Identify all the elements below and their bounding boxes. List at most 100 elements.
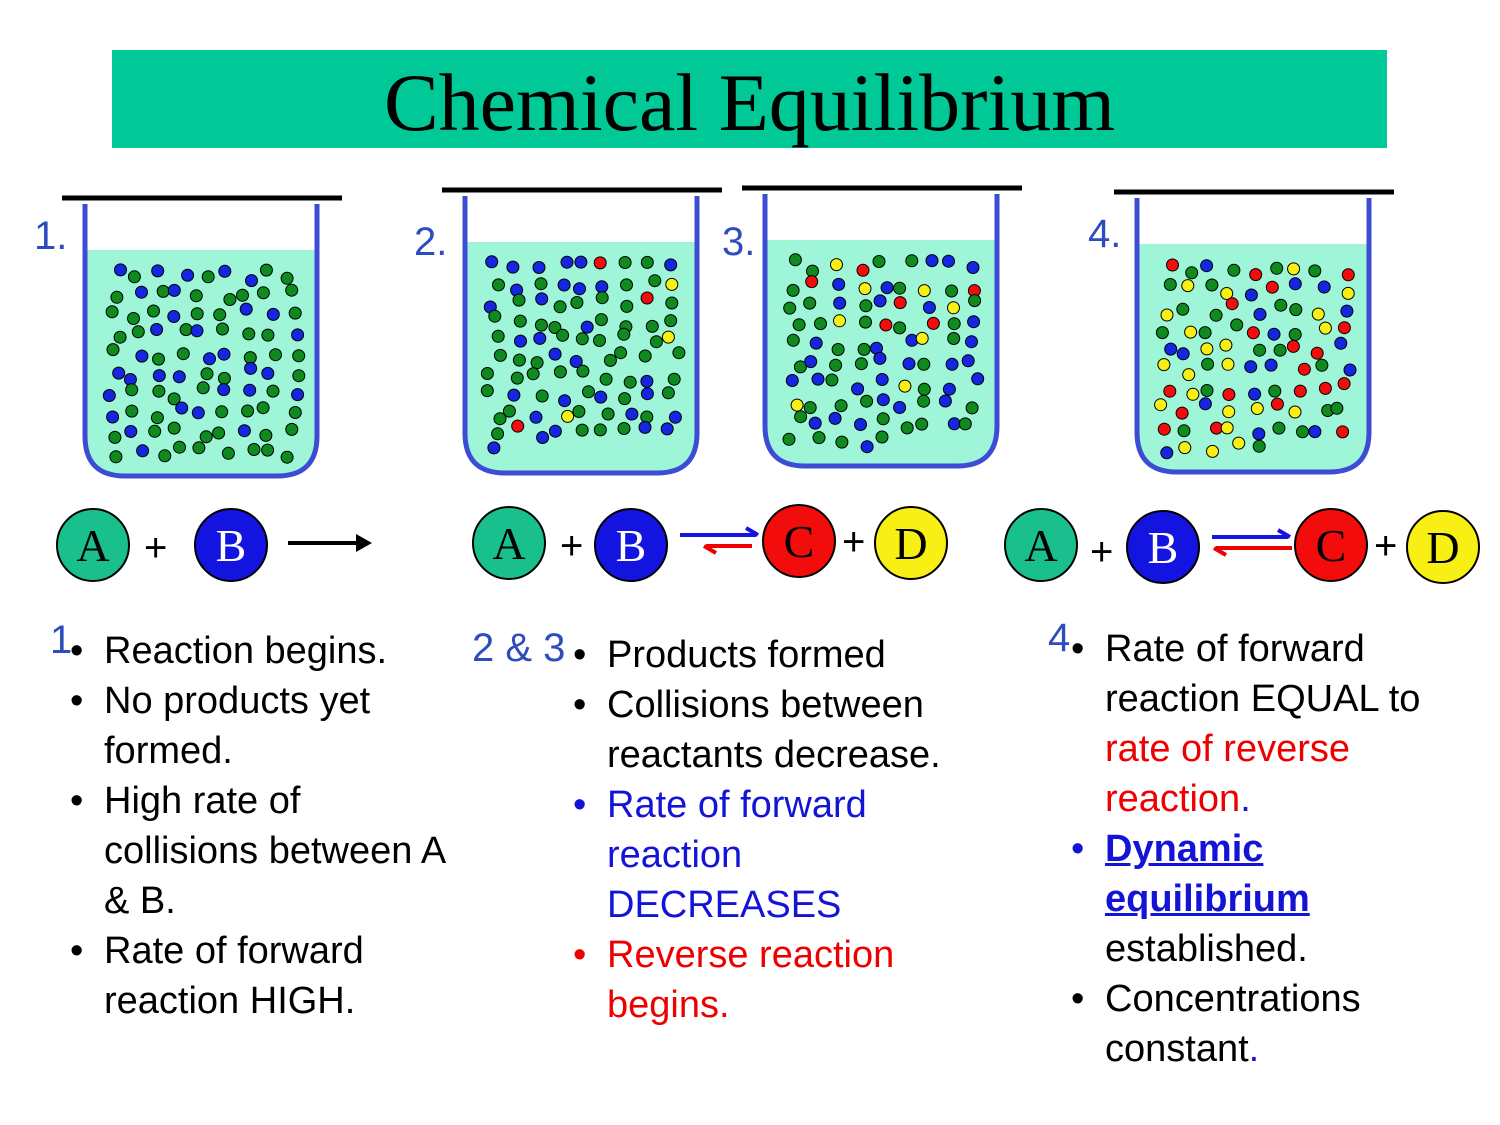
red-particle <box>1265 280 1279 294</box>
yellow-particle <box>1186 387 1200 401</box>
green-particle <box>614 346 628 360</box>
green-particle <box>492 278 505 292</box>
blue-particle <box>668 410 682 424</box>
green-particle <box>893 321 907 335</box>
green-particle <box>212 426 226 440</box>
green-particle <box>667 372 681 386</box>
green-particle <box>548 321 562 334</box>
bullet-text[interactable]: Dynamic equilibrium <box>1105 828 1310 920</box>
molecule-a: A <box>472 506 546 580</box>
molecule-b: B <box>594 508 668 582</box>
yellow-particle <box>1178 441 1192 455</box>
plus-sign: + <box>144 526 168 570</box>
green-particle <box>256 286 270 300</box>
green-particle <box>1230 318 1244 332</box>
bullet-text: . <box>1248 1028 1260 1070</box>
green-particle <box>502 404 516 418</box>
blue-particle <box>938 394 952 408</box>
green-particle <box>917 382 931 396</box>
blue-particle <box>902 357 916 371</box>
green-particle <box>576 364 590 378</box>
green-particle <box>530 356 544 370</box>
green-particle <box>1252 439 1266 453</box>
green-particle <box>201 270 215 284</box>
green-particle <box>491 329 505 343</box>
blue-particle <box>625 407 639 421</box>
red-particle <box>1336 425 1350 439</box>
blue-particle <box>971 372 985 386</box>
green-particle <box>595 291 609 305</box>
green-particle <box>1155 326 1169 340</box>
yellow-particle <box>1184 325 1198 339</box>
green-particle <box>217 371 231 385</box>
green-particle <box>782 432 796 446</box>
beaker-liquid <box>85 250 317 476</box>
green-particle <box>1274 298 1288 312</box>
green-particle <box>661 386 675 400</box>
green-particle <box>599 372 613 386</box>
green-particle <box>575 332 589 346</box>
molecule-c: C <box>1294 508 1368 582</box>
blue-particle <box>961 354 975 368</box>
red-particle <box>1246 326 1260 340</box>
green-particle <box>1308 264 1322 278</box>
green-particle <box>617 422 631 435</box>
blue-particle <box>893 401 907 414</box>
green-particle <box>167 421 181 435</box>
green-particle <box>480 384 494 398</box>
blue-particle <box>1253 307 1267 321</box>
blue-particle <box>1334 336 1348 350</box>
blue-particle <box>638 420 652 434</box>
bullet-text: Concentrations constant <box>1105 978 1361 1070</box>
green-particle <box>147 304 160 318</box>
green-particle <box>831 343 845 356</box>
bullet-text: Reverse reaction begins. <box>607 934 895 1026</box>
blue-particle <box>875 373 889 386</box>
green-particle <box>1289 303 1303 317</box>
beaker-wall <box>762 194 1000 469</box>
green-particle <box>1268 384 1282 398</box>
green-particle <box>640 255 654 269</box>
molecule-a: A <box>56 508 130 582</box>
green-particle <box>512 293 526 307</box>
equilibrium-arrow-icon <box>680 526 760 555</box>
bullet-text: Reaction begins. <box>104 630 388 672</box>
red-particle <box>1337 377 1351 391</box>
column-2-number: 2 & 3 <box>472 626 566 670</box>
green-particle <box>620 278 633 292</box>
green-particle <box>575 423 589 437</box>
green-particle <box>876 412 890 426</box>
green-particle <box>285 283 299 297</box>
blue-particle <box>860 440 874 454</box>
green-particle <box>288 406 302 419</box>
green-particle <box>243 351 257 365</box>
green-particle <box>601 407 615 421</box>
green-particle <box>493 412 507 426</box>
blue-particle <box>135 349 149 363</box>
bullet-item: Products formed <box>573 630 963 680</box>
yellow-particle <box>830 258 843 272</box>
blue-particle <box>239 302 253 316</box>
green-particle <box>213 308 227 322</box>
green-particle <box>803 401 817 415</box>
green-particle <box>190 307 204 321</box>
blue-particle <box>203 352 216 366</box>
red-particle <box>1222 388 1236 401</box>
green-particle <box>553 365 567 379</box>
red-particle <box>640 291 654 305</box>
yellow-particle <box>1157 358 1171 372</box>
blue-particle <box>942 382 956 396</box>
green-particle <box>223 293 237 306</box>
bullet-item: No products yet formed. <box>70 676 450 776</box>
green-particle <box>1185 266 1199 280</box>
green-particle <box>189 289 203 303</box>
blue-particle <box>832 277 846 291</box>
green-particle <box>109 450 123 464</box>
green-particle <box>241 404 255 418</box>
yellow-particle <box>947 301 960 315</box>
blue-particle <box>167 310 181 323</box>
column-3-bullets: Rate of forward reaction EQUAL to rate o… <box>1071 624 1471 1074</box>
bullet-text: . <box>1240 778 1251 820</box>
bullet-item: Reaction begins. <box>70 626 450 676</box>
blue-particle <box>507 388 521 402</box>
